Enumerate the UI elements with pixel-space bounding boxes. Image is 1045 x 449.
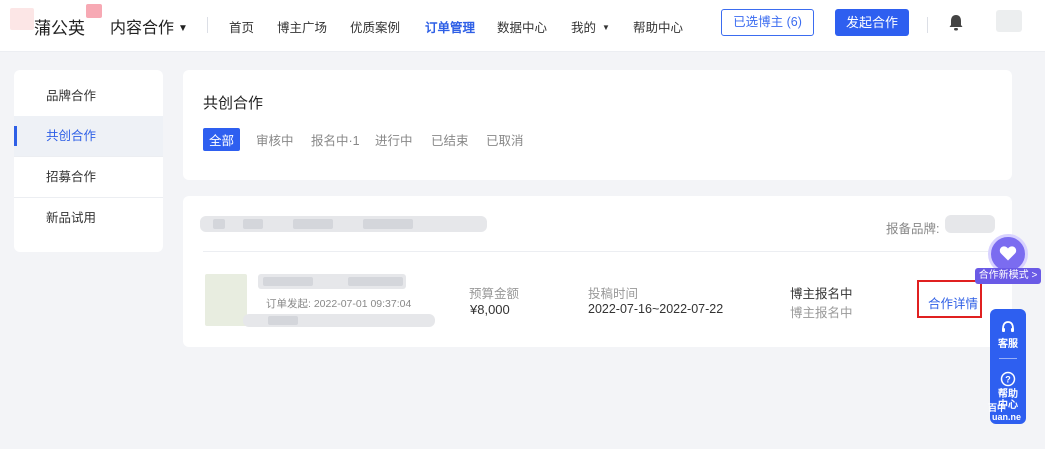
highlight-box bbox=[917, 280, 982, 318]
content-coop-menu[interactable]: 内容合作▼ bbox=[110, 14, 188, 38]
brand-name-blurred bbox=[945, 215, 995, 233]
help-icon: ? bbox=[1000, 371, 1016, 387]
submit-time-label: 投稿时间 bbox=[588, 287, 639, 301]
product-thumbnail bbox=[205, 274, 247, 326]
chevron-down-icon: ▼ bbox=[602, 23, 610, 32]
sidebar-divider bbox=[14, 156, 163, 157]
sidebar-item-label: 招募合作 bbox=[46, 170, 97, 184]
blur-block bbox=[363, 219, 413, 229]
nav-cases[interactable]: 优质案例 bbox=[350, 21, 401, 35]
nav-order-management[interactable]: 订单管理 bbox=[425, 21, 476, 35]
nav-help-center[interactable]: 帮助中心 bbox=[633, 21, 684, 35]
filter-panel: 共创合作 全部 审核中 报名中·1 进行中 已结束 已取消 bbox=[183, 70, 1012, 180]
tab-finished[interactable]: 已结束 bbox=[431, 134, 469, 148]
status-text: 博主报名中 bbox=[790, 287, 853, 301]
logo-image bbox=[10, 8, 34, 30]
nav-mine-label: 我的 bbox=[571, 21, 597, 35]
customer-service-button[interactable]: 客服 bbox=[998, 339, 1018, 350]
logo-mark bbox=[86, 4, 102, 18]
float-divider bbox=[999, 358, 1017, 359]
coop-detail-link[interactable]: 合作详情 bbox=[928, 297, 979, 311]
header-divider bbox=[207, 17, 208, 33]
heart-icon bbox=[999, 246, 1017, 261]
blur-block bbox=[213, 219, 225, 229]
sidebar-item-label: 共创合作 bbox=[46, 129, 97, 143]
bell-icon[interactable] bbox=[948, 14, 964, 32]
top-header: 蒲公英 内容合作▼ 首页 博主广场 优质案例 订单管理 数据中心 我的▼ 帮助中… bbox=[0, 0, 1045, 52]
content-coop-label: 内容合作 bbox=[110, 20, 175, 37]
help-center-button[interactable]: 帮助中心 bbox=[998, 389, 1018, 411]
sidebar-item-label: 品牌合作 bbox=[46, 89, 97, 103]
order-card: 报备品牌: 订单发起: 2022-07-01 09:37:04 预算金额 ¥8,… bbox=[183, 196, 1012, 347]
headset-icon bbox=[1002, 321, 1014, 332]
avatar[interactable] bbox=[996, 10, 1022, 32]
sidebar-divider bbox=[14, 197, 163, 198]
active-indicator bbox=[14, 126, 17, 146]
blur-block bbox=[268, 316, 298, 325]
logo-text[interactable]: 蒲公英 bbox=[34, 19, 85, 38]
tab-reviewing[interactable]: 审核中 bbox=[256, 134, 294, 148]
blur-block bbox=[293, 219, 333, 229]
sidebar-item-label: 新品试用 bbox=[46, 211, 97, 225]
blur-block bbox=[348, 277, 403, 286]
header-divider bbox=[927, 17, 928, 33]
page-title: 共创合作 bbox=[203, 95, 264, 112]
sidebar: 品牌合作 共创合作 招募合作 新品试用 bbox=[14, 70, 163, 252]
sidebar-item-recruit[interactable]: 招募合作 bbox=[14, 157, 163, 197]
budget-label: 预算金额 bbox=[469, 287, 520, 301]
blur-block bbox=[263, 277, 313, 286]
tab-all[interactable]: 全部 bbox=[203, 128, 241, 151]
start-coop-button[interactable]: 发起合作 bbox=[835, 9, 909, 36]
tab-in-progress[interactable]: 进行中 bbox=[375, 134, 413, 148]
tab-signing-up[interactable]: 报名中·1 bbox=[311, 134, 360, 148]
tab-cancelled[interactable]: 已取消 bbox=[486, 134, 524, 148]
status-subtext: 博主报名中 bbox=[790, 306, 853, 320]
blur-block bbox=[243, 219, 263, 229]
new-mode-label[interactable]: 合作新模式 > bbox=[975, 268, 1041, 284]
order-divider bbox=[203, 251, 993, 252]
reported-brand-label: 报备品牌: bbox=[886, 222, 940, 236]
service-float-panel: 客服 ? 帮助中心 百中 uan.ne bbox=[988, 309, 1026, 424]
svg-text:?: ? bbox=[1005, 375, 1011, 385]
sidebar-item-brand-coop[interactable]: 品牌合作 bbox=[14, 76, 163, 116]
nav-mine[interactable]: 我的 ▼ bbox=[571, 17, 610, 36]
order-title-blurred bbox=[200, 216, 487, 232]
watermark-text: uan.ne bbox=[992, 412, 1022, 422]
order-created-time: 订单发起: 2022-07-01 09:37:04 bbox=[266, 298, 412, 310]
nav-blogger-square[interactable]: 博主广场 bbox=[277, 21, 328, 35]
nav-data-center[interactable]: 数据中心 bbox=[497, 21, 548, 35]
nav-home[interactable]: 首页 bbox=[229, 21, 255, 35]
chevron-down-icon: ▼ bbox=[178, 23, 188, 34]
watermark-text: 百中 bbox=[988, 403, 1007, 413]
sidebar-item-co-creation[interactable]: 共创合作 bbox=[14, 116, 163, 156]
budget-value: ¥8,000 bbox=[470, 302, 510, 317]
sidebar-item-new-product-trial[interactable]: 新品试用 bbox=[14, 198, 163, 238]
selected-bloggers-button[interactable]: 已选博主 (6) bbox=[721, 9, 814, 36]
submit-time-value: 2022-07-16~2022-07-22 bbox=[588, 302, 724, 316]
